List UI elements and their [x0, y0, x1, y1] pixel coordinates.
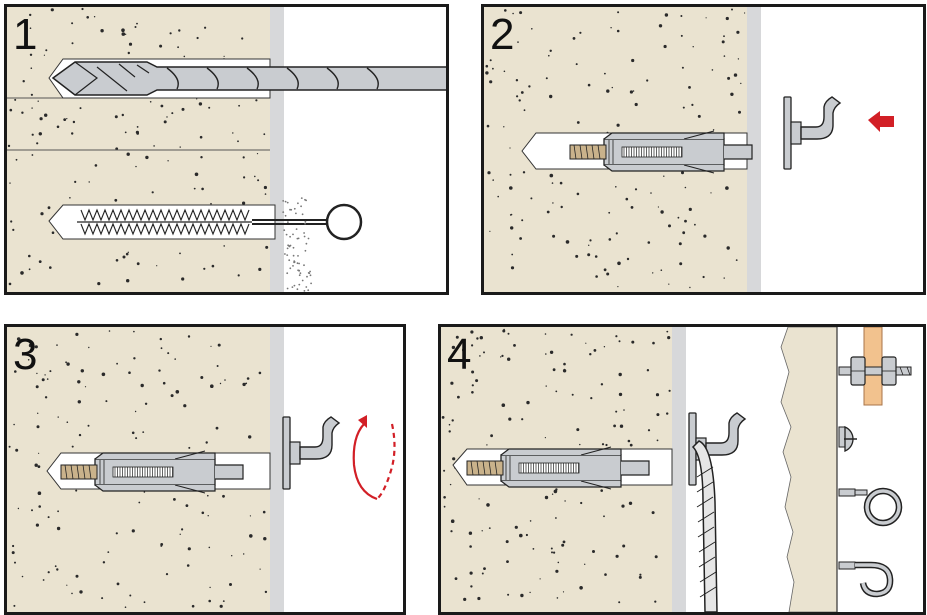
step-2-illustration: [484, 7, 894, 292]
step-number: 2: [490, 10, 515, 59]
drill-bit-icon: [51, 61, 446, 96]
step-2-panel: 2: [481, 4, 926, 295]
step-3-illustration: [7, 327, 396, 612]
step-3-panel: 3: [4, 324, 406, 615]
screw-icon: [838, 426, 857, 452]
open-hook-icon: [838, 561, 894, 598]
eye-hook-icon: [838, 487, 903, 527]
step-number: 4: [447, 330, 472, 379]
plaster-layer: [270, 7, 284, 292]
push-arrow-icon: [868, 111, 894, 132]
step-1-panel: 1: [4, 4, 449, 295]
plaster-layer: [747, 7, 761, 292]
wall-speckles: [485, 8, 746, 289]
step-number: 3: [13, 330, 38, 379]
plaster-layer: [672, 327, 686, 612]
step-4-panel: 4: [438, 324, 926, 615]
hook-bolt-icon: [466, 446, 650, 490]
step-1-illustration: [7, 7, 446, 292]
plaster-layer: [270, 327, 284, 612]
hook-bolt-icon: [60, 450, 244, 494]
bolt-nut-icon: [838, 327, 912, 406]
cleaning-brush-icon: [77, 203, 363, 241]
rotate-arrow-icon: [352, 415, 396, 501]
step-number: 1: [13, 10, 38, 59]
torn-wall-cutaway: [780, 327, 838, 612]
dust-particles: [282, 197, 312, 292]
step-4-illustration: [441, 327, 912, 612]
hook-bolt-icon: [569, 130, 753, 174]
